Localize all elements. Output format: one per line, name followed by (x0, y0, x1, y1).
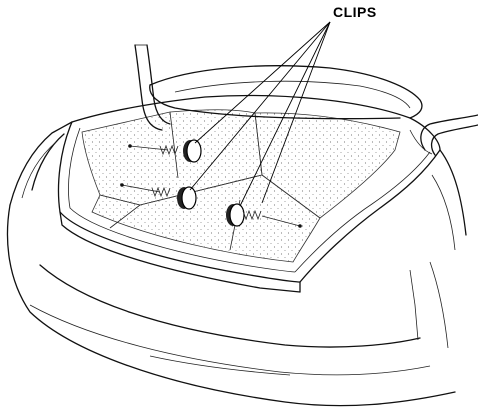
left-body-side (9, 121, 73, 206)
clips-callout-label: CLIPS (333, 4, 377, 20)
trunk-opening (57, 94, 441, 293)
clip-1 (128, 139, 202, 163)
trunk-liner (81, 109, 401, 263)
right-body-side (431, 149, 467, 251)
right-hinge (409, 114, 478, 156)
clip-3 (226, 203, 302, 228)
left-hinge (134, 44, 171, 131)
trunk-lid (149, 65, 423, 120)
rear-bumper (6, 204, 456, 407)
callout-leaders (189, 21, 331, 207)
clip-2 (120, 183, 197, 210)
